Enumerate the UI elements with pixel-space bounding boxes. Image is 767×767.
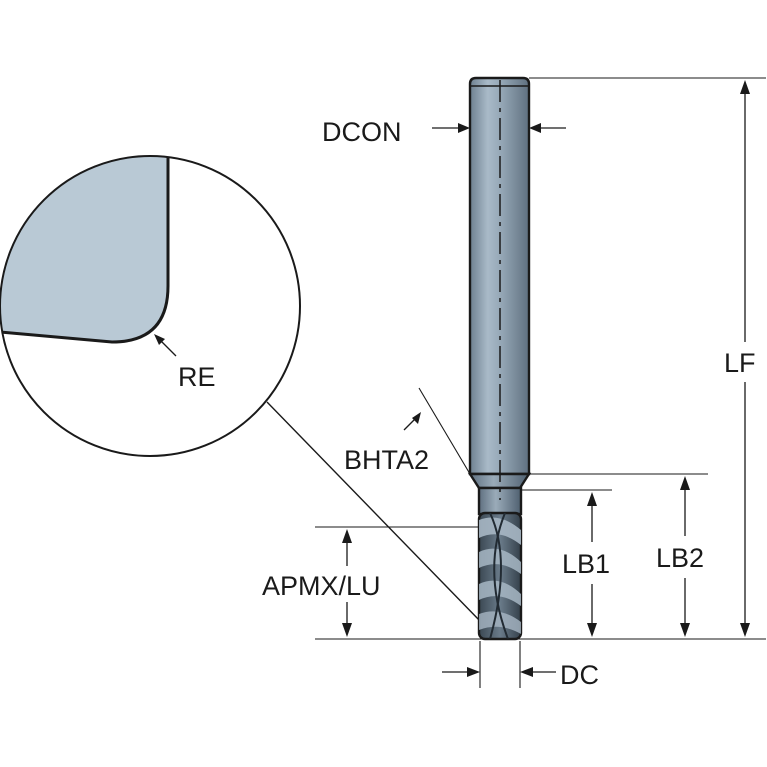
detail-tool-section: [0, 156, 168, 342]
detail-leader-line: [266, 401, 482, 623]
lb1-dimension: LB1: [521, 489, 612, 637]
dcon-dimension: DCON: [322, 117, 566, 147]
bhta2-label: BHTA2: [344, 445, 429, 475]
lf-label: LF: [724, 348, 756, 378]
re-arrowhead: [154, 334, 165, 345]
detail-edge-line: [0, 156, 170, 344]
detail-circle: [0, 155, 301, 457]
dc-label: DC: [560, 660, 599, 690]
re-label: RE: [178, 362, 216, 392]
apmx-lu-label: APMX/LU: [262, 571, 381, 601]
dcon-label: DCON: [322, 117, 402, 147]
lf-dimension: LF: [529, 77, 766, 637]
dc-dimension: DC: [442, 641, 599, 690]
apmx-lu-dimension: APMX/LU: [262, 526, 479, 637]
bhta2-dimension: BHTA2: [344, 387, 471, 475]
lb1-label: LB1: [562, 549, 610, 579]
lb2-label: LB2: [656, 543, 704, 573]
tool-flutes: [477, 511, 523, 641]
tool-neck: [477, 486, 523, 516]
end-mill: [467, 76, 532, 641]
lb2-dimension: LB2: [529, 473, 708, 637]
corner-radius-detail: RE: [0, 155, 301, 457]
